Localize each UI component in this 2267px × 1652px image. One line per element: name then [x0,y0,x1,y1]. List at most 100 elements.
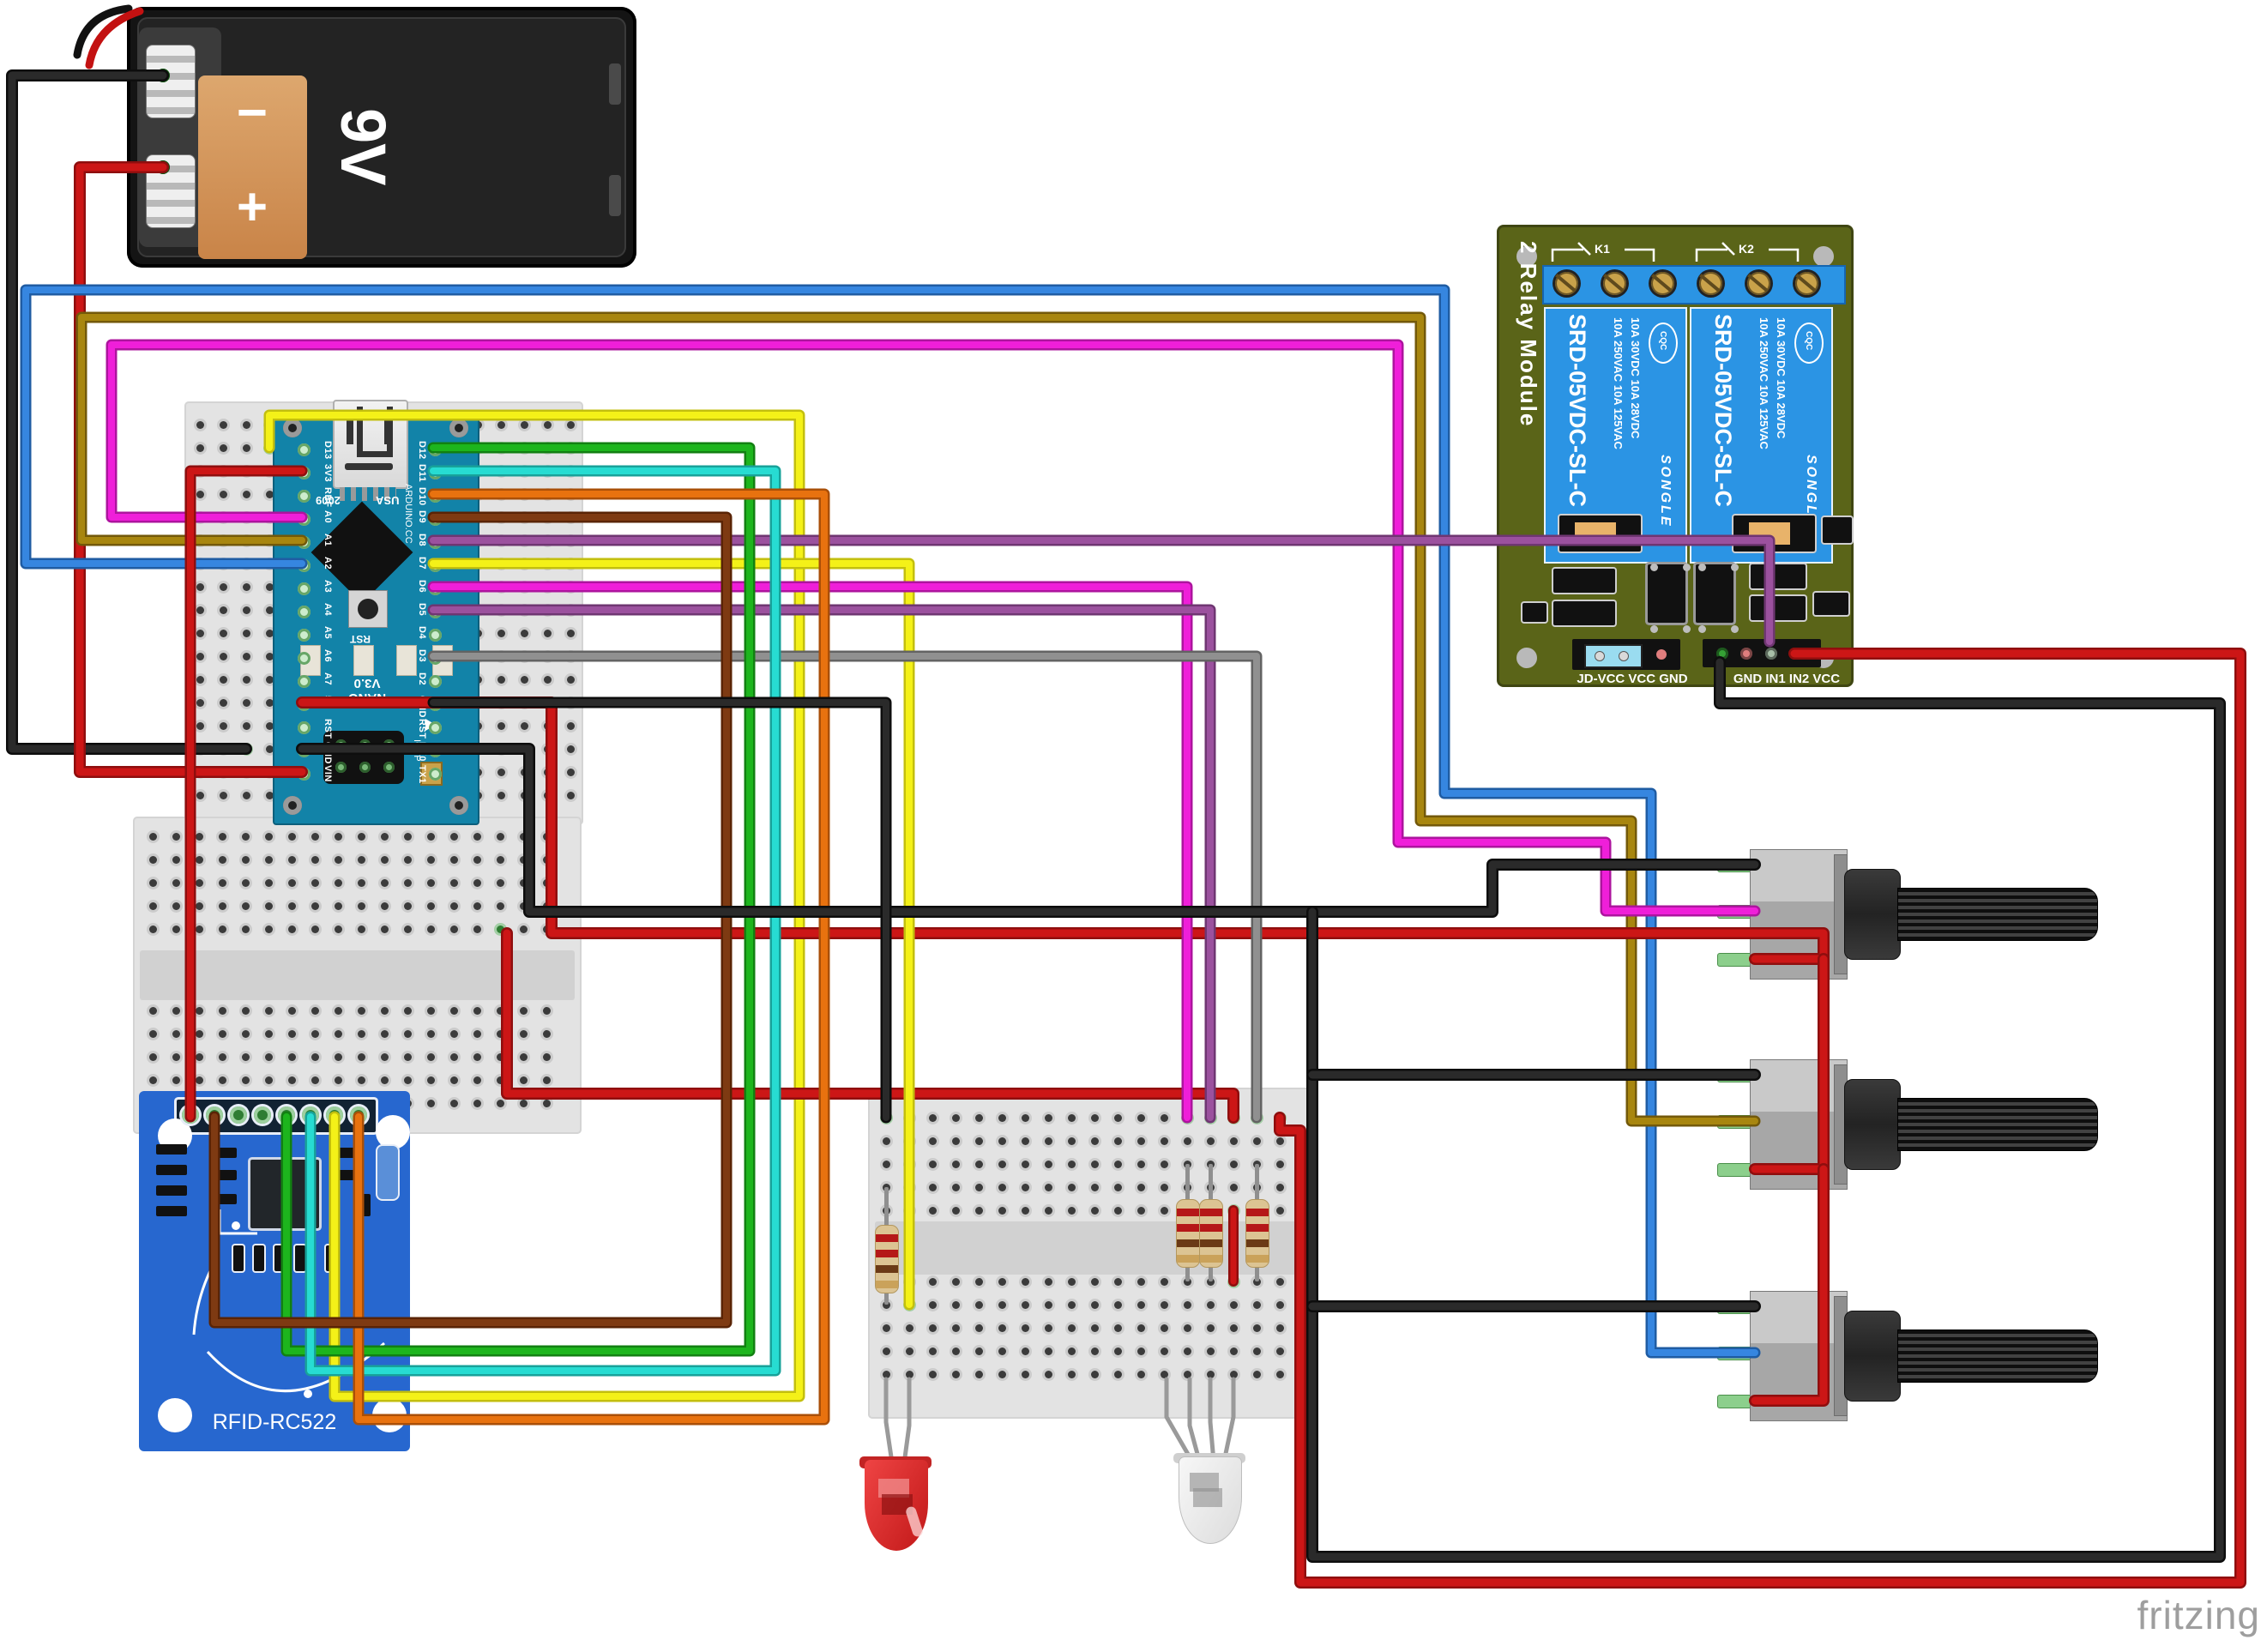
icsp-pin[interactable] [335,739,347,751]
breadboard-hole [1021,1113,1029,1122]
nano-pin-d4[interactable] [428,628,442,642]
breadboard-hole [473,855,481,864]
nano-pin-ref[interactable] [297,489,311,503]
breadboard-hole [974,1277,983,1286]
breadboard-hole [403,1052,412,1061]
icsp-pin[interactable] [359,762,371,773]
rfid-pin[interactable] [182,1106,199,1124]
nano-pin-rx0[interactable] [428,744,442,757]
terminal-screw[interactable] [1651,272,1674,295]
rgb-led-dome[interactable] [1179,1456,1242,1544]
pot-shaft[interactable] [1897,1329,2098,1383]
nano-pin-d8[interactable] [428,535,442,549]
nano-pin-a5[interactable] [297,628,311,642]
rfid-pin[interactable] [254,1106,271,1124]
nano-pin-d11[interactable] [428,466,442,479]
nano-pin-3v3[interactable] [297,466,311,479]
nano-pin-a6[interactable] [297,651,311,665]
usb-connector[interactable] [333,400,408,489]
breadboard-hole [1252,1300,1261,1309]
terminal-screw[interactable] [1555,272,1578,295]
nano-pin-vin[interactable] [297,767,311,781]
nano-pin-a7[interactable] [297,674,311,688]
icsp-header[interactable] [323,731,404,784]
nano-pin-d2[interactable] [428,674,442,688]
relay-input-pin[interactable] [1716,648,1728,660]
battery-terminal-plus[interactable] [146,154,196,228]
nano-pin-d5[interactable] [428,605,442,618]
potentiometer-2[interactable] [1750,1059,1848,1190]
breadboard-hole [219,768,227,776]
icsp-pin[interactable] [383,762,395,773]
nano-pin-5v[interactable] [297,697,311,711]
breadboard-hole [497,745,505,753]
resistor[interactable] [1199,1199,1223,1268]
nano-pin-d10[interactable] [428,489,442,503]
terminal-screw[interactable] [1603,272,1626,295]
resistor[interactable] [1176,1199,1200,1268]
nano-pin-tx1[interactable] [428,767,442,781]
breadboard-hole [520,745,528,753]
rfid-pin[interactable] [278,1106,295,1124]
terminal-screw[interactable] [1795,272,1818,295]
arduino-nano[interactable]: 2009 USA RST ARDUINO.CC NANO V3.0 ICSP D… [273,400,479,825]
nano-pin-gnd[interactable] [428,697,442,711]
relay2-rating2: 10A 30VDC 10A 28VDC [1775,317,1788,439]
nano-pin-d7[interactable] [428,558,442,572]
nano-pin-a0[interactable] [297,512,311,526]
nano-pin-d13[interactable] [297,443,311,456]
nano-pin-d12[interactable] [428,443,442,456]
potentiometer-1[interactable] [1750,849,1848,980]
rfid-pin[interactable] [326,1106,343,1124]
nano-pin-a1[interactable] [297,535,311,549]
breadboard-hole [473,901,481,910]
rfid-pin[interactable] [206,1106,223,1124]
reset-button[interactable] [348,590,388,628]
relay-input-header[interactable] [1703,639,1821,667]
breadboard-hole [1275,1113,1284,1122]
terminal-screw[interactable] [1699,272,1722,295]
nano-pin-a2[interactable] [297,558,311,572]
relay-input-pin[interactable] [1740,648,1752,660]
pot-shaft[interactable] [1897,888,2098,941]
icsp-pin[interactable] [335,762,347,773]
resistor[interactable] [1245,1199,1269,1268]
battery-plus-pin[interactable] [156,160,170,174]
relay-input-pin[interactable] [1789,648,1801,660]
breadboard-main[interactable] [133,817,582,1134]
nano-pin-d3[interactable] [428,651,442,665]
relay-input-pin[interactable] [1765,648,1777,660]
resistor-band [1177,1255,1199,1263]
rfid-pin[interactable] [350,1106,367,1124]
rfid-pin[interactable] [230,1106,247,1124]
nano-pin-d6[interactable] [428,582,442,595]
icsp-pin[interactable] [383,739,395,751]
breadboard-hole [1137,1206,1145,1215]
potentiometer-3[interactable] [1750,1291,1848,1421]
battery-9v[interactable]: − + 9V [127,7,636,268]
breadboard-hole [1090,1323,1099,1332]
nano-pin-a4[interactable] [297,605,311,618]
rfid-pin[interactable] [302,1106,319,1124]
jumper-cap[interactable] [1584,644,1643,668]
breadboard-led[interactable] [868,1088,1311,1419]
nano-pin-d9[interactable] [428,512,442,526]
resistor[interactable] [875,1225,899,1293]
battery-minus-pin[interactable] [156,69,170,82]
breadboard-hole [196,698,204,707]
nano-pin-rst[interactable] [428,720,442,734]
relay-module[interactable]: 2 Relay Module K1 K2 SRD-05VDC-SL-C 10A … [1497,225,1854,687]
breadboard-hole [148,901,157,910]
breadboard-hole [380,925,389,933]
pot-shaft[interactable] [1897,1098,2098,1151]
breadboard-hole [1044,1160,1052,1168]
red-led-dome[interactable] [865,1460,928,1551]
rfid-rc522-board[interactable]: RFID-RC522 [139,1091,410,1451]
battery-terminal-minus[interactable] [146,45,196,118]
nano-pin-rst[interactable] [297,720,311,734]
nano-pin-gnd[interactable] [297,744,311,757]
terminal-screw[interactable] [1747,272,1770,295]
nano-pin-a3[interactable] [297,582,311,595]
icsp-pin[interactable] [359,739,371,751]
breadboard-hole [195,855,203,864]
